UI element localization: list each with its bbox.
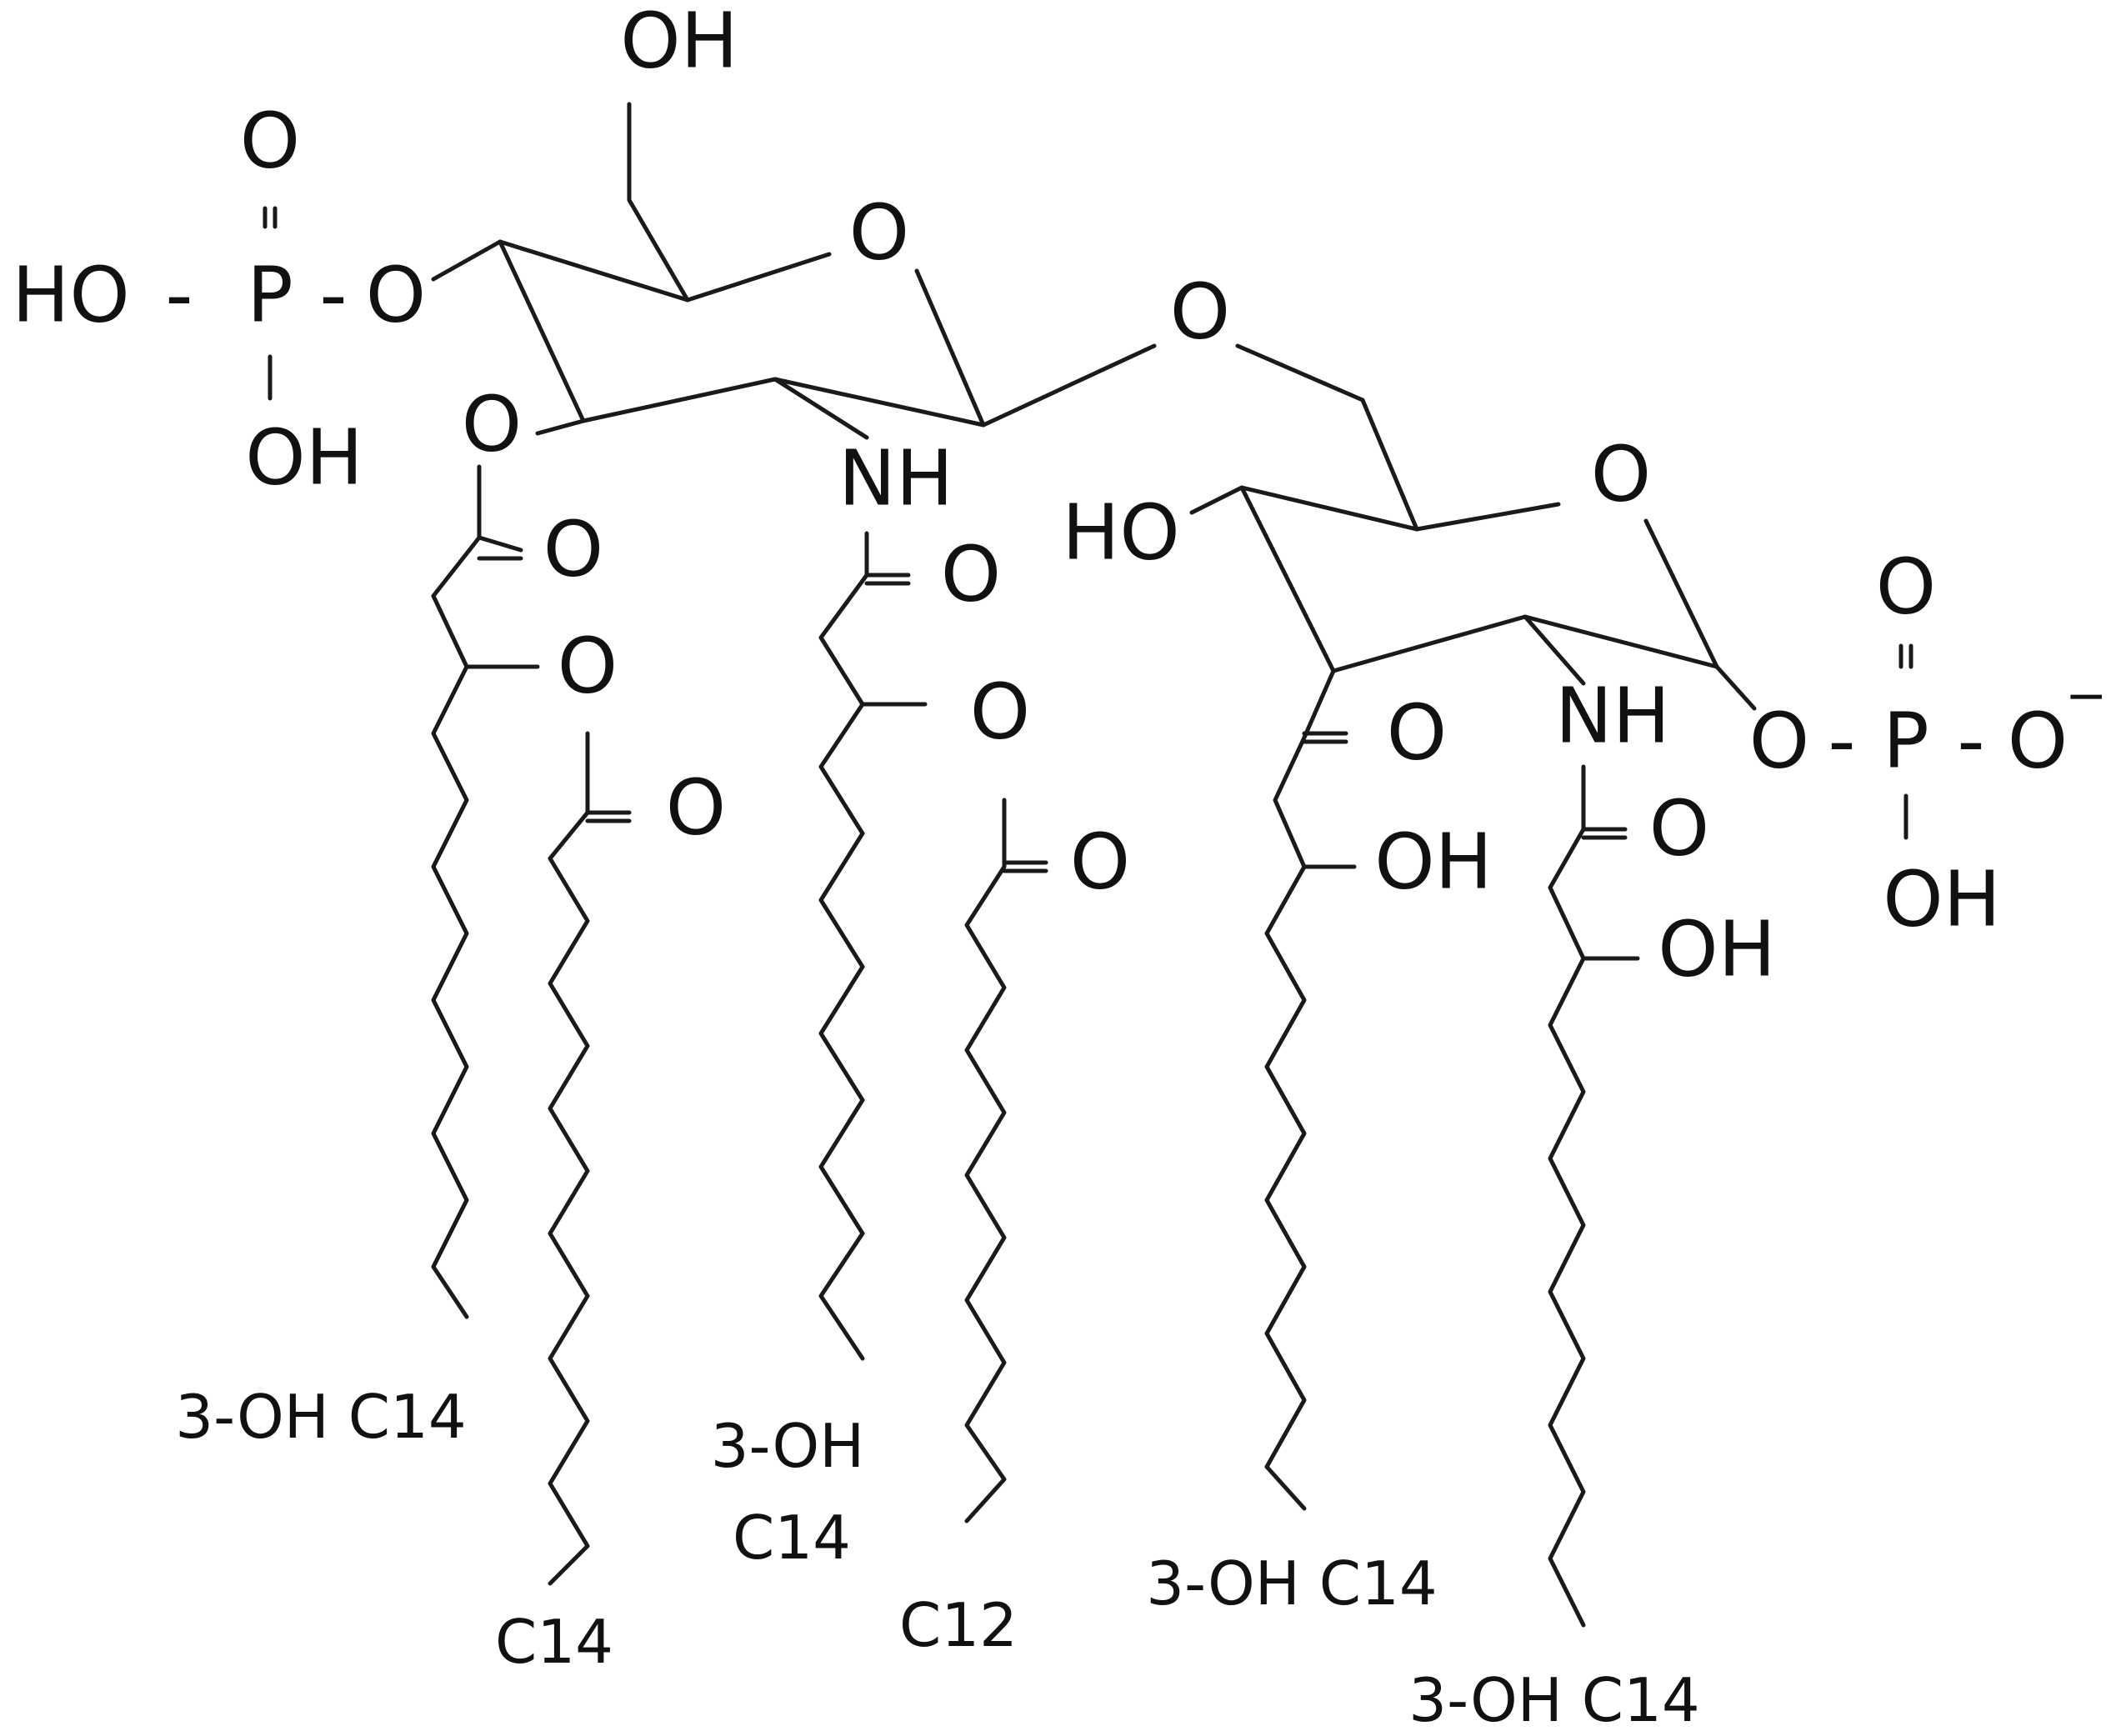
chain1-label: 3-OH C14 <box>175 1382 466 1452</box>
atom-p1-ho: HO <box>12 250 130 339</box>
atom-p2-oh: OH <box>1883 854 2001 943</box>
chain3-bonds <box>818 531 869 1361</box>
atom-p1-dash2: - <box>319 250 347 339</box>
chain-labels: 3-OH C14 C14 3-OH C14 C12 3-OH C14 3-OH … <box>175 1382 1699 1735</box>
chain4-label: C12 <box>899 1590 1018 1660</box>
atom-c2-o: O <box>666 763 726 852</box>
atom-p2-dash2: - <box>1957 696 1984 785</box>
atom-p2-o-minus: O <box>2008 696 2068 785</box>
atom-labels: OH O HO - P - O OH O O O NH HO O NH O O … <box>12 0 2107 993</box>
atom-p2-o-top: O <box>1876 542 1936 631</box>
acyl-chains <box>431 464 1640 1628</box>
atom-ring1-o: O <box>849 188 909 277</box>
atom-p2-charge: − <box>2065 667 2107 725</box>
atom-p2-o: O <box>1749 696 1809 785</box>
atom-p1-p: P <box>247 250 293 339</box>
atom-c3-ester-o: O <box>970 667 1030 756</box>
chain6-bonds <box>1548 764 1586 1628</box>
atom-c3-o: O <box>941 529 1001 618</box>
atom-ring2-nh: NH <box>1555 671 1670 760</box>
atom-c1-ester-o: O <box>558 621 618 710</box>
atom-p1-o: O <box>366 250 426 339</box>
chain2-label: C14 <box>495 1607 613 1677</box>
atom-p1-oh: OH <box>245 413 363 502</box>
backbone-bonds <box>263 102 1913 840</box>
chain1-bonds <box>431 464 482 1319</box>
atom-ring2-o: O <box>1591 429 1651 518</box>
atom-c6-o: O <box>1649 783 1709 873</box>
atom-c6-oh: OH <box>1658 904 1776 993</box>
chain6-label: 3-OH C14 <box>1408 1665 1699 1735</box>
atom-c1-o: O <box>543 504 603 593</box>
atom-top-oh: OH <box>620 0 738 85</box>
atom-ring1-o3: O <box>462 379 522 468</box>
atom-c4-o: O <box>1070 817 1130 906</box>
chain3-label-line1: 3-OH <box>711 1411 865 1481</box>
chain3-label-line2: C14 <box>733 1503 851 1573</box>
atom-p1-dash1: - <box>165 250 193 339</box>
atom-c5-o: O <box>1387 688 1447 777</box>
atom-p1-o-top: O <box>240 96 300 185</box>
atom-bridge-o: O <box>1170 267 1230 356</box>
atom-p2-p: P <box>1883 696 1928 785</box>
chain5-label: 3-OH C14 <box>1146 1548 1437 1618</box>
chain4-bonds <box>964 798 1007 1523</box>
ring1-bonds <box>498 239 986 428</box>
chain2-bonds <box>548 731 590 1586</box>
atom-ring2-ho: HO <box>1062 488 1180 577</box>
chain5-bonds <box>1264 668 1336 1511</box>
atom-p2-dash1: - <box>1828 696 1855 785</box>
atom-ring1-nh: NH <box>838 433 953 523</box>
atom-c5-oh: OH <box>1374 817 1493 906</box>
